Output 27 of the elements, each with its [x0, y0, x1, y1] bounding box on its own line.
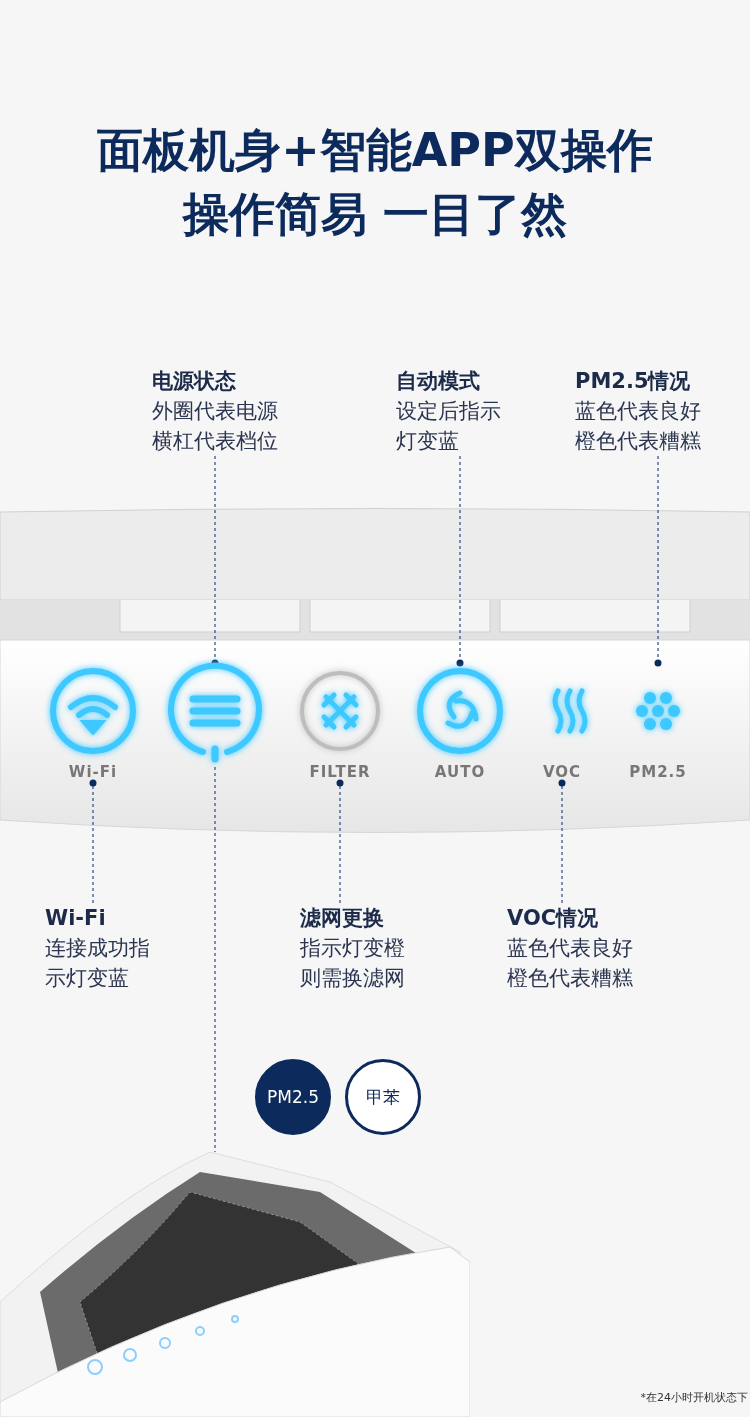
callout-heading: 滤网更换: [300, 905, 385, 932]
callout-text: 连接成功指示灯变蓝: [45, 935, 151, 992]
callout-heading: VOC情况: [507, 905, 600, 932]
callout-heading: 自动模式: [396, 368, 481, 395]
callout-heading: 电源状态: [152, 368, 237, 395]
mode-indicator: PM2.5: [255, 1059, 331, 1135]
page-title: 面板机身+智能APP双操作操作简易 一目了然: [96, 122, 654, 243]
callout-text: 外圈代表电源横杠代表档位: [152, 398, 279, 455]
leader-line: [558, 779, 566, 904]
leader-line: [336, 779, 344, 904]
leader-line: [654, 455, 662, 667]
footnote: *在24小时开机状态下: [640, 1390, 748, 1405]
leader-line: [89, 779, 97, 904]
callout-heading: Wi-Fi: [45, 905, 107, 932]
callout-text: 蓝色代表良好橙色代表糟糕: [575, 398, 702, 455]
leader-line: [456, 455, 464, 667]
callout-text: 蓝色代表良好橙色代表糟糕: [507, 935, 634, 992]
icon-label: VOC: [541, 763, 583, 781]
leader-line: [214, 766, 216, 1153]
mode-indicator: 甲苯: [345, 1059, 421, 1135]
callout-text: 设定后指示灯变蓝: [396, 398, 502, 455]
icon-label: FILTER: [308, 763, 372, 781]
icon-label: AUTO: [433, 763, 487, 781]
callout-text: 指示灯变橙则需换滤网: [300, 935, 406, 992]
icon-label: Wi-Fi: [67, 763, 119, 781]
icon-label: PM2.5: [628, 763, 688, 781]
callout-heading: PM2.5情况: [575, 368, 692, 395]
